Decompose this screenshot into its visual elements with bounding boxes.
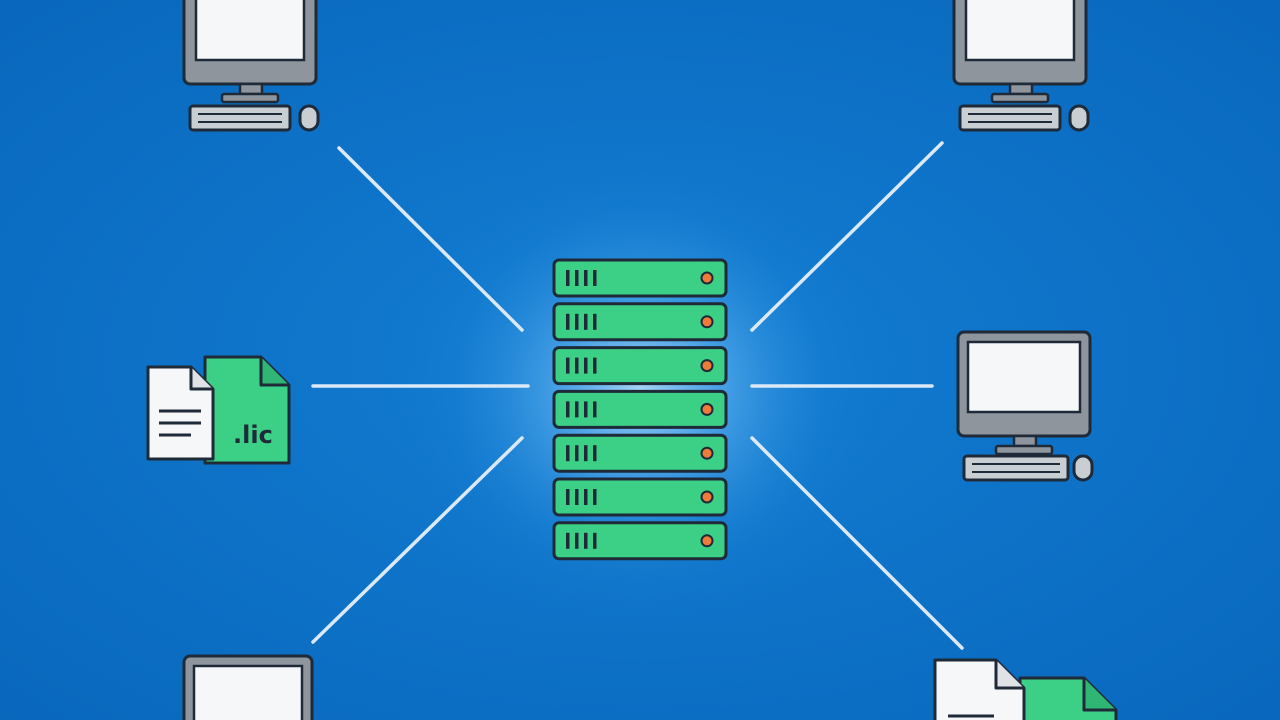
- server-vent: [584, 445, 588, 462]
- connection-line-top-left: [337, 146, 524, 332]
- license-files-icon: .lic: [146, 355, 291, 465]
- server-unit-body: [552, 521, 728, 561]
- mouse-icon: [298, 104, 320, 132]
- connection-line-bottom-left: [311, 436, 524, 644]
- status-led-icon: [700, 534, 714, 548]
- server-vent: [593, 401, 597, 418]
- server-unit-body: [552, 258, 728, 298]
- monitor-base: [994, 444, 1054, 456]
- server-vent: [584, 357, 588, 374]
- desktop-computer-icon: [956, 330, 1094, 482]
- monitor-screen: [194, 0, 306, 62]
- monitor-screen: [192, 664, 304, 720]
- monitor-screen: [966, 340, 1082, 414]
- status-led-icon: [700, 402, 714, 416]
- server-vent: [584, 313, 588, 330]
- mouse-icon: [1068, 104, 1090, 132]
- files-icon: [933, 658, 1118, 720]
- server-vent: [593, 489, 597, 505]
- server-unit: [552, 521, 728, 561]
- keyboard: [188, 104, 292, 132]
- server-vent: [566, 357, 570, 374]
- status-led-icon: [700, 315, 714, 329]
- server-vent: [593, 445, 597, 462]
- server-vent: [575, 445, 579, 462]
- monitor-stand: [1012, 434, 1038, 448]
- server-vent: [593, 532, 597, 549]
- server-vent: [575, 270, 579, 286]
- connection-line-bottom-right: [750, 436, 964, 650]
- monitor-stand: [238, 82, 264, 96]
- server-vent: [566, 401, 570, 418]
- server-unit: [552, 477, 728, 517]
- server-vent: [566, 532, 570, 549]
- file-extension-label: .lic: [233, 421, 273, 449]
- server-unit: [552, 302, 728, 342]
- server-vent: [566, 489, 570, 505]
- server-vent: [575, 357, 579, 374]
- server-vent: [584, 270, 588, 286]
- desktop-computer-icon: [182, 0, 320, 132]
- server-unit: [552, 346, 728, 386]
- server-vent: [566, 270, 570, 286]
- monitor-stand: [1008, 82, 1034, 96]
- server-unit: [552, 258, 728, 298]
- server-vent: [593, 313, 597, 330]
- monitor-base: [990, 92, 1050, 104]
- connection-lines: [311, 141, 964, 650]
- server-unit-body: [552, 389, 728, 429]
- server-unit-body: [552, 346, 728, 386]
- server-vent: [584, 532, 588, 549]
- monitor-base: [220, 92, 280, 104]
- desktop-computer-icon: [952, 0, 1090, 132]
- status-led-icon: [700, 359, 714, 373]
- server-vent: [584, 401, 588, 418]
- status-led-icon: [700, 490, 714, 504]
- mouse-icon: [1072, 454, 1094, 482]
- server-unit-body: [552, 433, 728, 473]
- desktop-computer-icon: [182, 654, 314, 720]
- server-unit: [552, 433, 728, 473]
- server-vent: [575, 401, 579, 418]
- keyboard: [958, 104, 1062, 132]
- server-unit-body: [552, 477, 728, 517]
- status-led-icon: [700, 446, 714, 460]
- server-vent: [575, 489, 579, 505]
- status-led-icon: [700, 271, 714, 285]
- server-vent: [575, 313, 579, 330]
- server-vent: [593, 357, 597, 374]
- connection-line-top-right: [750, 141, 944, 332]
- server-vent: [584, 489, 588, 505]
- server-vent: [566, 313, 570, 330]
- server-unit-body: [552, 302, 728, 342]
- server-rack-icon: [552, 258, 728, 561]
- keyboard: [962, 454, 1070, 482]
- monitor-screen: [964, 0, 1076, 62]
- server-vent: [566, 445, 570, 462]
- server-vent: [593, 270, 597, 286]
- server-vent: [575, 532, 579, 549]
- server-unit: [552, 389, 728, 429]
